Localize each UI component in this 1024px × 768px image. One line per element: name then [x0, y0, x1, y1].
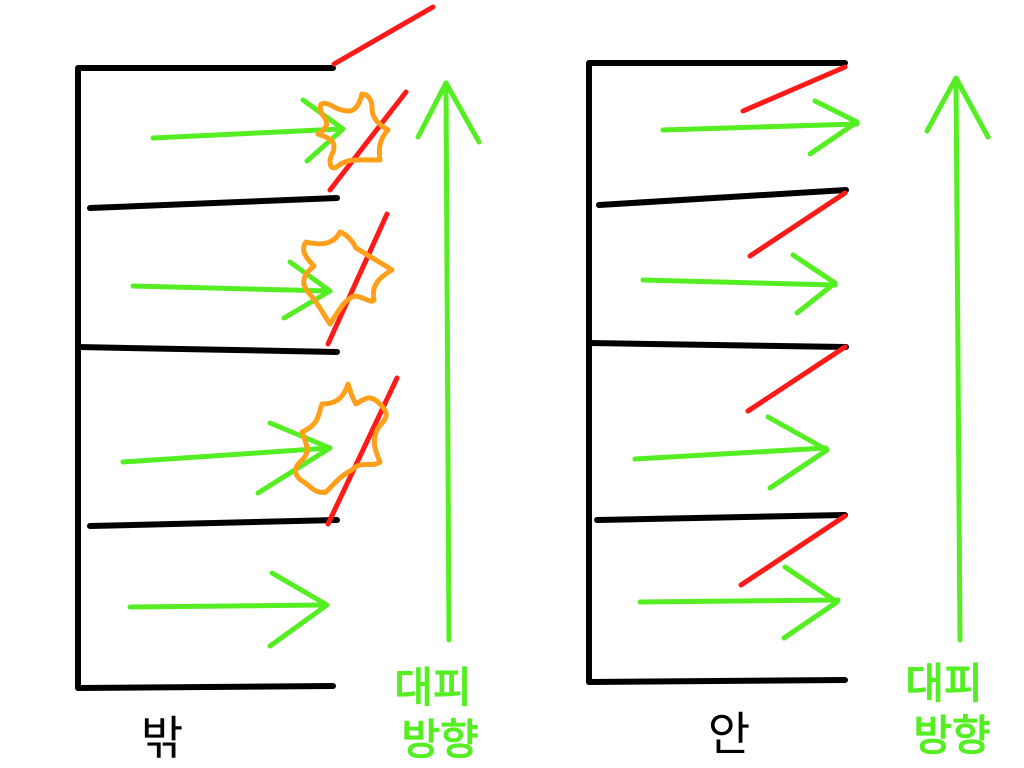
right-panel-inward-doors	[586, 60, 991, 685]
left-partition-1	[87, 195, 340, 211]
right-door-4	[738, 513, 848, 588]
left-evacuation-arrow	[415, 80, 482, 643]
left-door-3	[325, 375, 400, 527]
left-building-wall	[75, 65, 336, 691]
left-door-2	[325, 211, 390, 347]
right-panel-title: 안	[708, 707, 750, 761]
right-door-3	[745, 344, 848, 414]
left-door-top	[331, 4, 436, 67]
left-room-arrow-1	[150, 97, 346, 164]
right-room-arrow-3	[632, 414, 830, 491]
left-room-arrow-4	[127, 570, 330, 649]
left-collision-burst-3	[293, 381, 389, 495]
left-collision-burst-2	[301, 229, 395, 327]
right-evacuation-label-line2: 방향	[913, 711, 990, 760]
left-evacuation-label-line1: 대피	[394, 663, 471, 712]
right-room-arrow-1	[660, 98, 860, 157]
left-collision-burst-1	[315, 91, 391, 171]
left-door-1	[327, 89, 409, 193]
right-partition-1	[596, 187, 849, 208]
right-partition-2	[586, 340, 849, 350]
right-door-1	[740, 64, 848, 114]
left-evacuation-label-line2: 방향	[401, 715, 478, 764]
right-room-arrow-4	[637, 564, 841, 641]
right-building-wall	[586, 60, 848, 685]
right-door-2	[747, 190, 848, 259]
left-partition-3	[87, 517, 340, 529]
left-partition-2	[75, 344, 340, 355]
left-room-arrow-2	[130, 259, 333, 321]
right-evacuation-arrow	[924, 75, 991, 643]
right-evacuation-label-line1: 대피	[905, 659, 982, 708]
left-panel-title: 밖	[141, 711, 183, 765]
left-panel-outward-doors	[75, 4, 482, 691]
left-room-arrow-3	[120, 420, 333, 496]
right-room-arrow-2	[640, 252, 838, 316]
right-partition-3	[594, 512, 848, 523]
